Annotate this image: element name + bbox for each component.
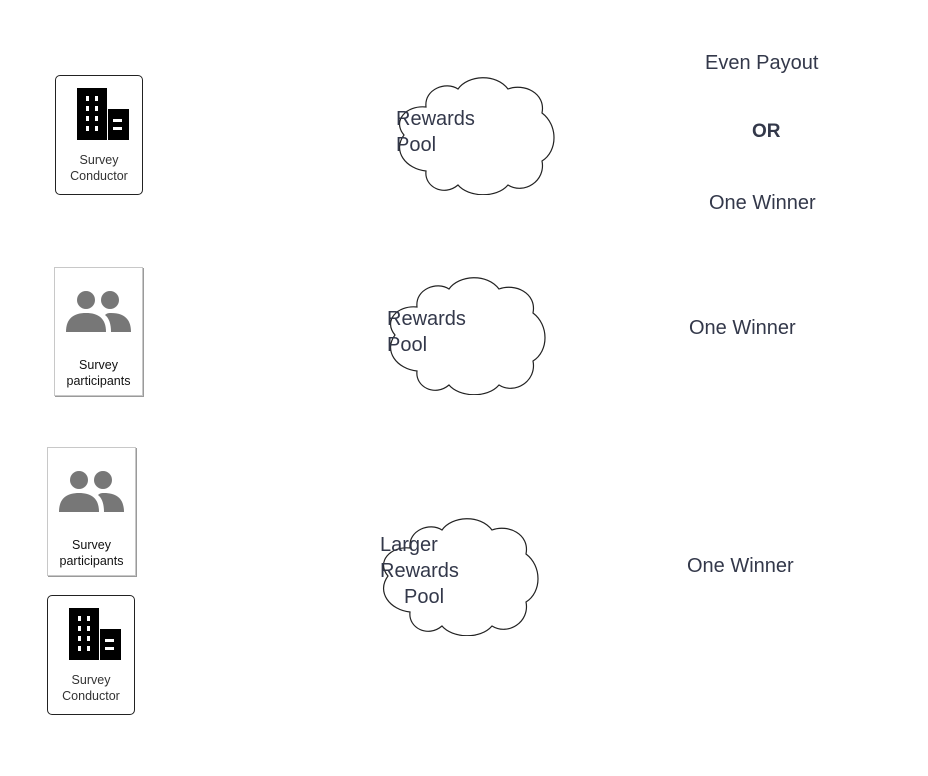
survey-conductor-card: Survey Conductor — [55, 75, 143, 195]
outcome-one-winner: One Winner — [709, 192, 816, 214]
building-icon — [69, 608, 121, 660]
survey-conductor-card: Survey Conductor — [47, 595, 135, 715]
people-icon — [66, 291, 131, 332]
outcome-one-winner: One Winner — [689, 317, 796, 339]
outcome-even-payout: Even Payout — [705, 52, 819, 74]
actor-label: Survey Conductor — [62, 673, 120, 703]
actor-label: Survey participants — [66, 358, 131, 388]
rewards-pool-cloud: Rewards Pool — [387, 275, 547, 395]
actor-label: Survey participants — [59, 538, 124, 568]
pool-label: Rewards Pool — [396, 108, 475, 156]
survey-participants-card: Survey participants — [47, 447, 136, 576]
outcome-one-winner: One Winner — [687, 555, 794, 577]
larger-rewards-pool-cloud: Larger Rewards Pool — [380, 516, 540, 636]
actor-label: Survey Conductor — [70, 153, 128, 183]
pool-label: Larger Rewards Pool — [380, 534, 459, 608]
rewards-pool-cloud: Rewards Pool — [396, 75, 556, 195]
pool-label: Rewards Pool — [387, 308, 466, 356]
survey-participants-card: Survey participants — [54, 267, 143, 396]
outcome-or: OR — [752, 121, 781, 142]
building-icon — [77, 88, 129, 140]
people-icon — [59, 471, 124, 512]
